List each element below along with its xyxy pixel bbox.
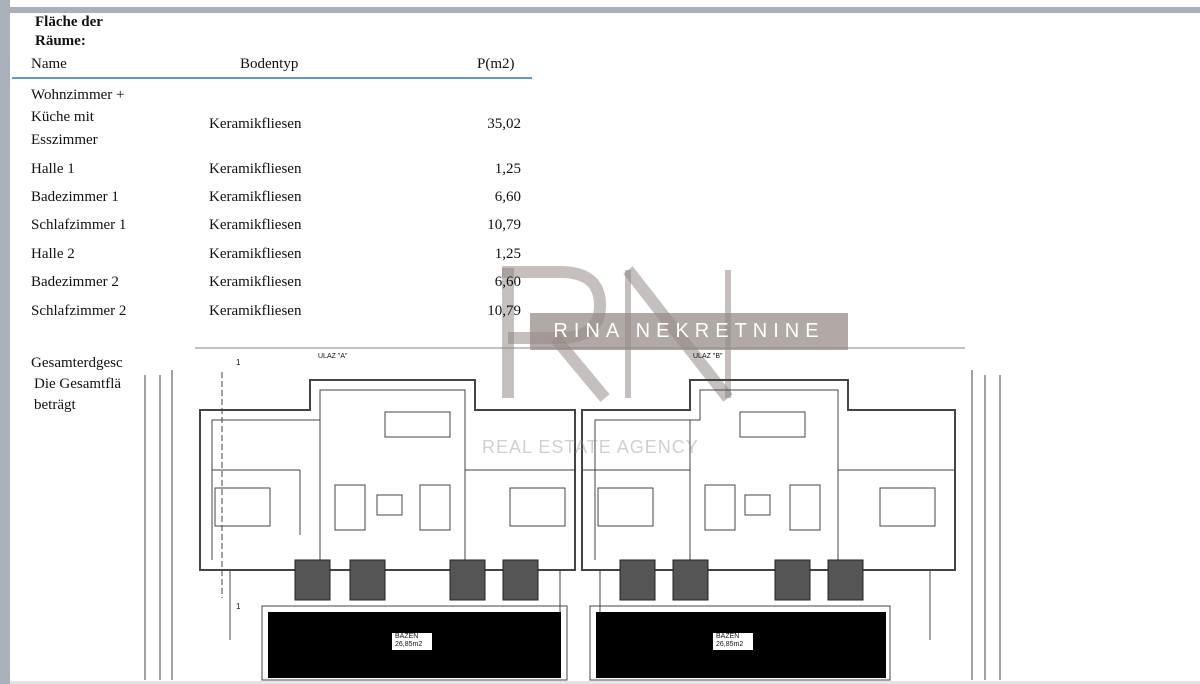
row-name-line: Esszimmer [31, 132, 98, 148]
pool-area: 26,85m2 [395, 641, 423, 648]
summary-line: beträgt [34, 397, 76, 413]
section-marker-top: 1 [236, 358, 241, 367]
row-name-line: Küche mit [31, 109, 94, 125]
row-floor: Keramikfliesen [209, 246, 302, 262]
watermark-tagline: REAL ESTATE AGENCY [482, 437, 699, 457]
section-title-line2: Räume: [35, 33, 86, 49]
row-name: Badezimmer 1 [31, 189, 119, 205]
row-area: 6,60 [494, 274, 521, 290]
pool-a-label: BAZEN 26,85m2 [395, 633, 422, 649]
section-title-line1: Fläche der [35, 14, 103, 30]
entrance-a-label: ULAZ "A" [318, 353, 348, 360]
row-name: Halle 2 [31, 246, 75, 262]
pool-b-label: BAZEN 26,85m2 [716, 633, 743, 649]
header-rule [12, 77, 532, 79]
row-floor: Keramikfliesen [209, 116, 302, 132]
header-floor-type: Bodentyp [240, 56, 299, 72]
row-floor: Keramikfliesen [209, 161, 302, 177]
row-area: 6,60 [494, 189, 521, 205]
row-floor: Keramikfliesen [209, 217, 302, 233]
pool-label: BAZEN [716, 633, 740, 640]
watermark-brand: RINA NEKRETNINE [530, 313, 848, 350]
row-name: Schlafzimmer 2 [31, 303, 127, 319]
row-area: 35,02 [487, 116, 521, 132]
row-area: 1,25 [494, 246, 521, 262]
row-floor: Keramikfliesen [209, 303, 302, 319]
row-area: 1,25 [494, 161, 521, 177]
row-name-line: Wohnzimmer + [31, 87, 125, 103]
entrance-b-label: ULAZ "B" [693, 353, 723, 360]
row-name: Schlafzimmer 1 [31, 217, 127, 233]
top-frame-bar [10, 7, 1200, 13]
header-name: Name [31, 56, 67, 72]
row-name: Halle 1 [31, 161, 75, 177]
summary-line: Gesamterdgesc [31, 355, 123, 371]
summary-line: Die Gesamtflä [34, 376, 122, 392]
section-marker-bottom: 1 [236, 602, 241, 611]
pool-label: BAZEN [395, 633, 419, 640]
row-floor: Keramikfliesen [209, 274, 302, 290]
row-name: Badezimmer 2 [31, 274, 119, 290]
pool-area: 26,85m2 [716, 641, 744, 648]
row-floor: Keramikfliesen [209, 189, 302, 205]
row-area: 10,79 [487, 217, 521, 233]
bottom-frame-bar [10, 681, 1200, 684]
header-area: P(m2) [477, 56, 515, 72]
row-area: 10,79 [487, 303, 521, 319]
left-frame-bar [0, 0, 10, 684]
